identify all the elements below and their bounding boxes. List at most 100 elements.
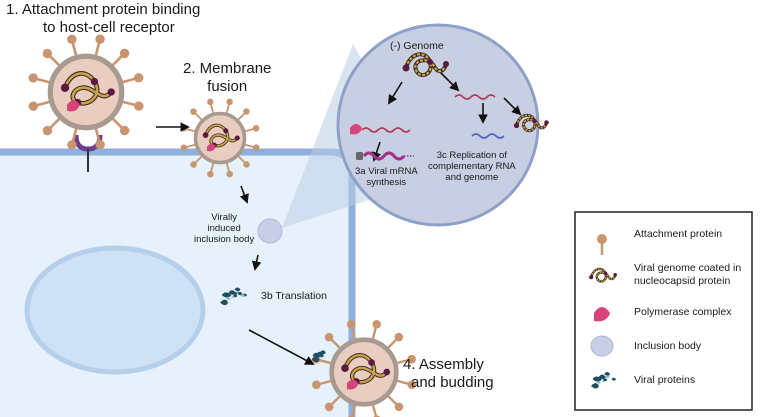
legend-label-proteins-line1: Viral proteins (634, 374, 696, 386)
step-assembly-line1: 4. Assembly (403, 356, 484, 373)
complementary-rna (454, 94, 496, 100)
polymerase-icon (350, 124, 362, 135)
viral-protein (594, 376, 601, 381)
genome-rna (471, 133, 505, 139)
arrow-assembly (248, 329, 315, 365)
attachment-protein-stalk (330, 395, 341, 406)
attachment-protein-head (180, 125, 188, 132)
attachment-protein-stalk (71, 128, 78, 142)
step-attachment-line2: to host-cell receptor (43, 19, 175, 36)
attachment-protein-head (394, 332, 404, 342)
attachment-protein-stalk (350, 327, 357, 340)
mrna-label-line1: 3a Viral mRNA (355, 166, 418, 177)
attachment-protein-head (243, 108, 250, 115)
attachment-protein-stalk (396, 358, 409, 365)
attachment-protein-stalk (371, 327, 377, 340)
step-assembly-line2: and budding (411, 374, 494, 391)
attachment-protein-head (346, 320, 356, 329)
inclusion-body (257, 218, 283, 244)
mrna-strand (362, 151, 406, 161)
attachment-protein-stalk (319, 379, 332, 386)
zoom-polymerase-template (350, 124, 411, 135)
step-fusion-line1: 2. Membrane (183, 60, 272, 77)
attachment-protein-head (67, 140, 77, 150)
attachment-protein-stalk (225, 104, 230, 114)
zoom-mrna (356, 151, 414, 161)
attachment-protein-stalk (194, 112, 203, 121)
viral-protein (598, 374, 606, 380)
attachment-protein-stalk (351, 404, 357, 417)
viral-protein (233, 294, 238, 298)
attachment-protein-stalk (225, 162, 230, 172)
viral-protein (611, 377, 617, 381)
attachment-protein-head (207, 98, 214, 106)
replication-label: 3c Replication of complementary RNA and … (428, 150, 516, 183)
attachment-protein-stalk (319, 359, 332, 365)
replication-label-line1: 3c Replication of (436, 150, 507, 161)
viral-protein (226, 297, 231, 300)
attachment-protein-stalk (210, 104, 215, 114)
attachment-protein-stalk (371, 404, 378, 417)
attachment-protein-head (42, 125, 53, 136)
viral-proteins-translation (220, 287, 247, 306)
attachment-protein-stalk (387, 395, 398, 406)
attachment-protein-head (42, 48, 53, 59)
viral-protein (603, 378, 608, 382)
attachment-protein-stalk (122, 77, 135, 84)
attachment-protein-stalk (330, 338, 341, 349)
attachment-protein-stalk (244, 128, 254, 133)
attachment-protein-stalk (244, 143, 254, 148)
attachment-protein-head (394, 402, 404, 412)
attachment-protein-head (134, 101, 144, 111)
attachment-protein-head (95, 139, 105, 150)
virion-fusion (180, 98, 260, 178)
attachment-protein-head (226, 170, 233, 178)
viral-proteins-budding (311, 350, 326, 363)
viral-protein (591, 383, 599, 389)
viral-protein (312, 352, 321, 358)
attachment-protein-head (190, 108, 197, 115)
attachment-protein-head (67, 34, 77, 45)
step-assembly-title: 4. Assembly and budding (403, 356, 494, 392)
attachment-protein-stalk (111, 117, 123, 129)
viral-protein (311, 356, 320, 363)
attachment-protein-stalk (237, 112, 246, 121)
attachment-protein-stalk (71, 43, 78, 56)
virion-attachment (28, 34, 144, 150)
genome-label: (-) Genome (390, 40, 444, 52)
legend-label-polymerase: Polymerase complex (634, 306, 731, 319)
attachment-protein-head (119, 125, 130, 136)
attachment-protein-head (324, 332, 334, 342)
mrna-cap (356, 152, 363, 160)
virion-budding (311, 319, 417, 417)
arrow-translation (251, 254, 262, 271)
attachment-protein-head (407, 354, 416, 364)
arrow-inclusion (239, 185, 249, 204)
inclusion-label-line2: induced (207, 223, 241, 234)
attachment-protein-head (190, 161, 197, 168)
step-attachment-title: 1. Attachment protein binding to host-ce… (6, 1, 200, 37)
attachment-protein-stalk (49, 117, 61, 129)
legend-label-attachment-line1: Attachment protein (634, 228, 723, 240)
legend-label-inclusion-line1: Inclusion body (634, 340, 702, 352)
attachment-protein-head (252, 125, 260, 132)
mrna-label-line2: synthesis (366, 177, 407, 188)
attachment-protein-stalk (36, 77, 50, 84)
replication-label-line3: and genome (445, 172, 499, 183)
attachment-protein-head (407, 380, 417, 390)
attachment-protein-stalk (186, 143, 196, 148)
attachment-protein-stalk (387, 338, 398, 349)
inclusion-body-label: Virally induced inclusion body (194, 212, 254, 245)
attachment-protein-head (372, 319, 382, 329)
arrow-to-crna (439, 71, 460, 92)
viral-protein (319, 354, 324, 358)
viral-protein (224, 292, 231, 297)
attachment-protein-head (28, 101, 39, 111)
attachment-protein-stalk (111, 55, 123, 67)
attachment-protein-head (119, 48, 130, 59)
attachment-protein-stalk (122, 100, 136, 107)
polymerase-complex-icon (594, 307, 610, 322)
template-rna (361, 127, 411, 133)
attachment-protein-stalk (396, 379, 409, 385)
inclusion-label-line1: Virally (211, 212, 237, 223)
